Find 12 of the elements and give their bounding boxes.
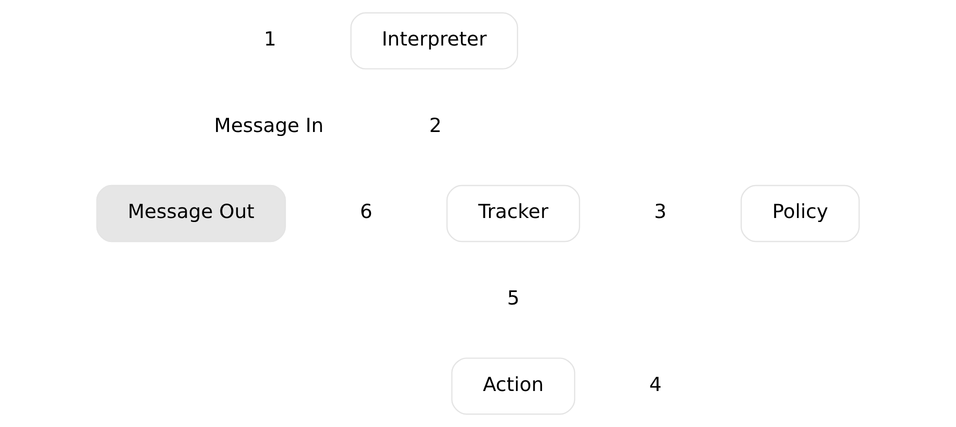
label: 3	[654, 200, 667, 224]
label: 6	[360, 200, 372, 224]
label: 4	[649, 372, 662, 396]
node-box: Tracker	[446, 184, 580, 242]
label: 5	[507, 286, 520, 310]
label: 2	[429, 114, 442, 137]
node-box: Message Out	[96, 184, 286, 242]
node-box: Action	[451, 358, 576, 415]
label: 1	[264, 27, 276, 50]
label: Message In	[214, 114, 324, 137]
node-box: Interpreter	[350, 12, 518, 70]
node-box: Policy	[740, 184, 860, 242]
